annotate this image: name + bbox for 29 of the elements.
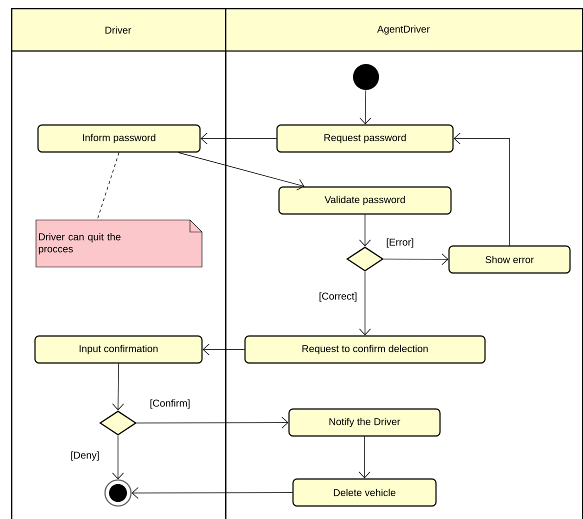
arrow bbox=[202, 344, 245, 356]
arrow bbox=[359, 90, 372, 124]
start-dot bbox=[353, 64, 379, 90]
arrow bbox=[136, 416, 288, 429]
action-box: Request to confirm delection bbox=[244, 335, 486, 364]
arrow bbox=[178, 152, 304, 190]
arrow bbox=[200, 132, 277, 144]
edge-label: [Correct] bbox=[320, 292, 356, 302]
action-box: Validate password bbox=[278, 186, 452, 215]
arrow bbox=[112, 363, 124, 410]
arrow bbox=[358, 436, 370, 478]
edge-label: [Deny] bbox=[71, 451, 99, 461]
action-box: Request password bbox=[276, 124, 454, 153]
action-box: Delete vehicle bbox=[292, 478, 437, 507]
note: Driver can quit the procces bbox=[36, 220, 202, 268]
leader-line bbox=[96, 152, 120, 220]
arrow bbox=[454, 132, 510, 246]
edge-label: [Confirm] bbox=[150, 399, 190, 409]
arrow bbox=[383, 253, 448, 266]
action-box: Notify the Driver bbox=[288, 408, 441, 437]
arrow bbox=[359, 214, 371, 246]
action-box: Show error bbox=[448, 245, 571, 274]
end-dot bbox=[104, 479, 132, 507]
arrow bbox=[132, 487, 293, 499]
action-box: Input confirmation bbox=[34, 335, 203, 364]
edge-label: [Error] bbox=[386, 238, 414, 248]
action-box: Inform password bbox=[37, 124, 201, 153]
arrow bbox=[359, 271, 371, 336]
arrow bbox=[112, 435, 124, 480]
